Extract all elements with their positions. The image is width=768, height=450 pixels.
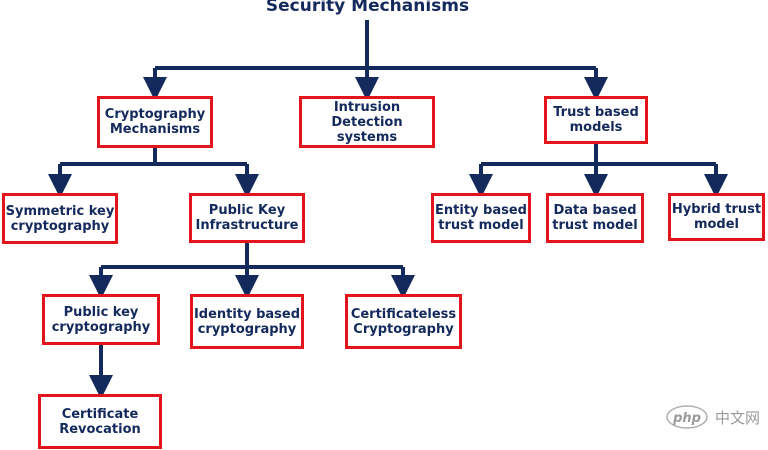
php-logo-icon: php xyxy=(666,405,708,429)
node-trust-based-models: Trust based models xyxy=(544,96,648,144)
node-public-key-infrastructure: Public Key Infrastructure xyxy=(189,193,305,243)
node-certificate-revocation: Certificate Revocation xyxy=(38,394,162,449)
node-certificateless-cryptography: Certificateless Cryptography xyxy=(345,294,462,349)
node-data-based-trust: Data based trust model xyxy=(546,193,644,243)
node-entity-based-trust: Entity based trust model xyxy=(431,193,531,243)
node-intrusion-detection: Intrusion Detection systems xyxy=(299,96,435,148)
node-public-key-cryptography: Public key cryptography xyxy=(42,294,160,345)
watermark-text: 中文网 xyxy=(714,408,760,427)
svg-text:php: php xyxy=(672,411,701,426)
node-symmetric-key: Symmetric key cryptography xyxy=(2,193,118,244)
node-hybrid-trust: Hybrid trust model xyxy=(668,193,765,241)
node-cryptography-mechanisms: Cryptography Mechanisms xyxy=(97,96,213,148)
node-identity-based-cryptography: Identity based cryptography xyxy=(190,294,304,349)
diagram-title: Security Mechanisms xyxy=(265,0,470,16)
watermark: php 中文网 xyxy=(665,404,760,430)
